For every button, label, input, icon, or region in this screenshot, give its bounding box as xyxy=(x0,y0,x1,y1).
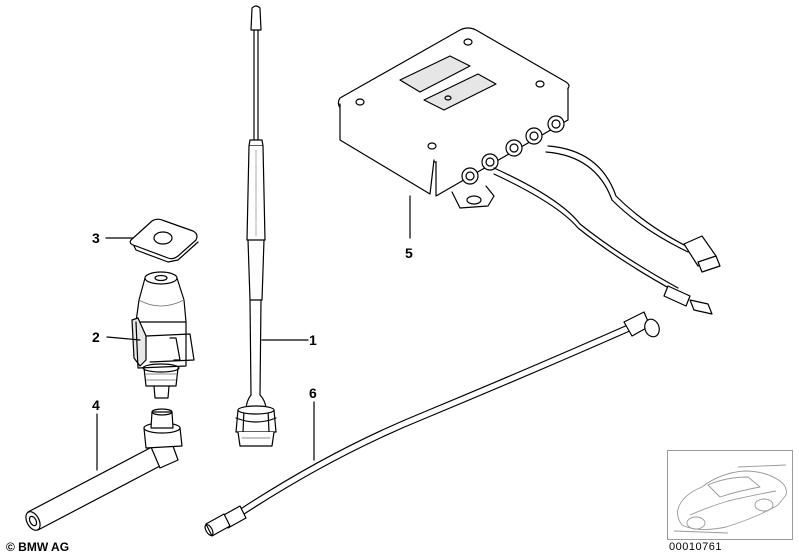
callout-4: 4 xyxy=(92,397,100,413)
vehicle-thumbnail xyxy=(667,450,793,540)
document-number: 00010761 xyxy=(669,541,722,553)
gasket xyxy=(129,218,199,263)
leader-line-2 xyxy=(106,336,141,341)
callout-1: 1 xyxy=(309,332,317,348)
antenna-foot xyxy=(131,271,195,399)
coax-cable xyxy=(204,311,660,537)
callout-3: 3 xyxy=(92,230,100,246)
copyright-text: © BMW AG xyxy=(6,540,70,554)
callout-5: 5 xyxy=(405,245,413,261)
callout-2: 2 xyxy=(92,329,100,345)
antenna-amplifier xyxy=(337,27,721,315)
rod-antenna xyxy=(235,5,277,447)
callout-6: 6 xyxy=(309,385,317,401)
car-silhouette-icon xyxy=(673,464,787,534)
angled-cable xyxy=(25,408,183,531)
